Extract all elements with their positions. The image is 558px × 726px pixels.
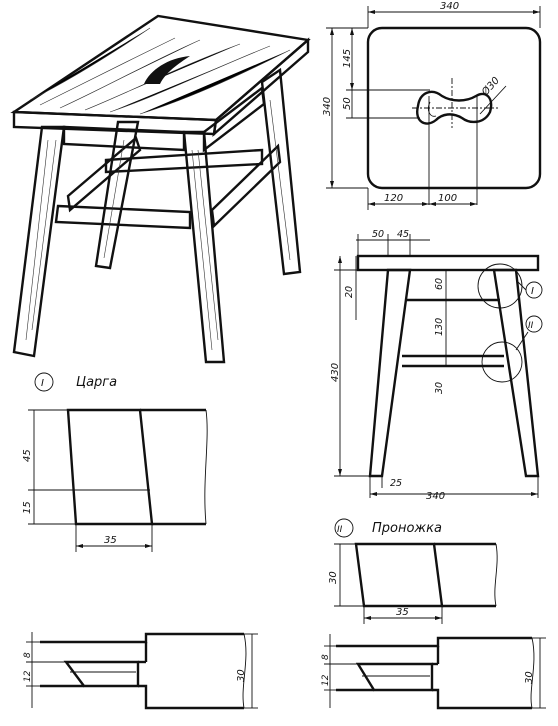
detail-2-marker: II	[337, 525, 343, 535]
dim-100-label: 100	[438, 193, 457, 204]
detail-1-marker: I	[41, 378, 44, 389]
front-dim-45-label: 45	[397, 229, 409, 240]
top-depth-label: 340	[322, 97, 333, 116]
detail-1-dim-12: 12	[23, 670, 33, 682]
front-view: 50 45 20 60 130 30 430 25 340 I	[330, 229, 543, 502]
top-view: 340 340 145 50 120 100 Ø30	[322, 1, 542, 210]
front-dim-60-label: 60	[434, 278, 445, 290]
dim-50-label: 50	[342, 97, 353, 110]
callout-circle-2	[481, 341, 523, 383]
dim-120-label: 120	[384, 193, 403, 204]
detail-1-dim-15: 15	[22, 501, 33, 514]
hole-diameter-label: Ø30	[479, 75, 502, 99]
callout-1-label: I	[531, 286, 534, 297]
detail-1-dim-8: 8	[23, 652, 33, 658]
dim-145-label: 145	[342, 49, 353, 68]
detail-1: I Царга 45 15 35 8 12	[22, 372, 258, 710]
detail-1-dim-35: 35	[104, 535, 117, 546]
detail-1-dim-45: 45	[22, 449, 33, 462]
detail-2-title: Проножка	[372, 521, 442, 536]
detail-2-dim-35: 35	[396, 607, 409, 618]
front-dim-430-label: 430	[330, 363, 341, 382]
detail-2-dim-30: 30	[328, 571, 339, 584]
front-dim-25-label: 25	[390, 478, 402, 489]
seat-outline	[366, 26, 542, 190]
detail-1-dim-30: 30	[236, 669, 247, 682]
detail-1-title: Царга	[76, 375, 117, 390]
front-dim-30-label: 30	[434, 382, 445, 394]
detail-2-dim-30b: 30	[524, 671, 535, 684]
hand-hole	[416, 90, 493, 125]
detail-2: II Проножка 30 35 8 12 30	[321, 518, 546, 710]
callout-2-label: II	[528, 321, 534, 331]
top-width-label: 340	[440, 1, 459, 12]
front-dim-340-label: 340	[426, 491, 445, 502]
front-dim-20-label: 20	[344, 286, 355, 298]
front-seat	[356, 254, 540, 272]
front-dim-50-label: 50	[372, 229, 384, 240]
front-dim-130-label: 130	[434, 318, 445, 336]
detail-2-dim-12: 12	[321, 674, 331, 686]
detail-2-dim-8: 8	[321, 654, 331, 660]
stool-isometric-sketch	[10, 14, 311, 364]
